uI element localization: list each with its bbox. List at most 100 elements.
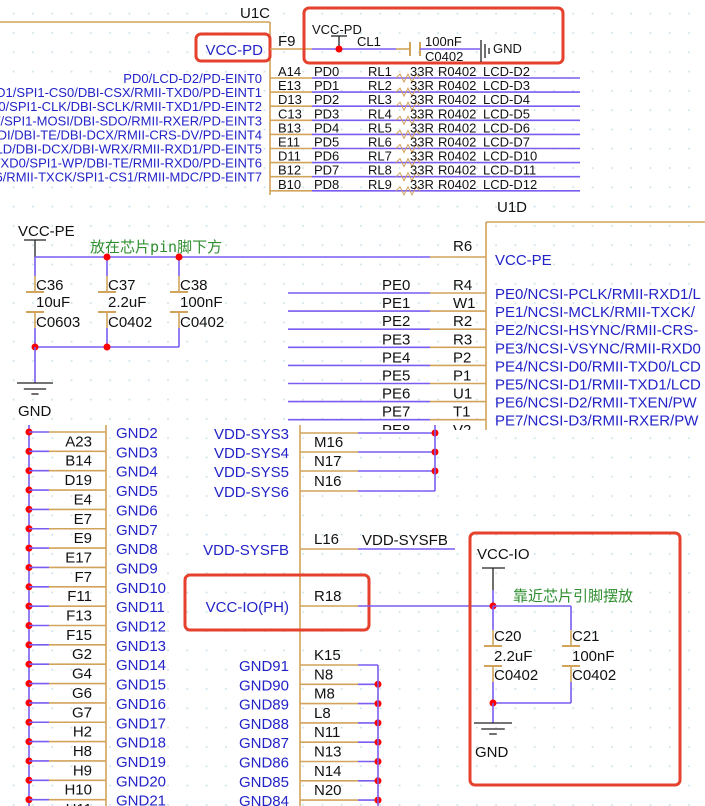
pe-net-label: PE0 <box>382 277 410 294</box>
gnd-pin-number: N13 <box>314 744 342 761</box>
ground-label: GND <box>475 744 509 761</box>
pd-pin-function: -6/RMII-TXCK/SPI1-CS1/RMII-MDC/PD-EINT7 <box>0 170 262 185</box>
pe-pin-function: PE6/NCSI-D2/RMII-TXEN/PW <box>495 395 698 412</box>
capacitor-designator: C20 <box>494 628 522 645</box>
pe-pin-number: R4 <box>453 277 472 294</box>
vdd-sys-pin-name: VDD-SYS6 <box>214 484 289 501</box>
resistor-value: 33R <box>410 163 434 178</box>
gnd-pin-name: GND5 <box>116 483 158 500</box>
cl1-designator: CL1 <box>357 34 381 49</box>
resistor-icon <box>395 86 421 98</box>
resistor-value: 33R <box>410 78 434 93</box>
gnd-pin-number: K15 <box>314 647 341 664</box>
pe-pin-function: PE7/NCSI-D3/RMII-RXER/PW <box>495 413 699 430</box>
capacitor-value: 100nF <box>572 648 615 665</box>
resistor-icon <box>395 185 421 196</box>
u1d-vcc-pin-number: R6 <box>453 238 472 255</box>
pd-net-label: PD3 <box>314 106 339 121</box>
pd-pin-number: E13 <box>278 78 301 93</box>
highlight-box-vcc-io-pin <box>183 573 371 632</box>
pd-net-label: PD7 <box>314 163 339 178</box>
vdd-sys-pin-number: M16 <box>314 434 343 451</box>
u1c-vcc-pin-number: F9 <box>278 33 296 50</box>
gnd-pin-name: GND87 <box>239 735 289 752</box>
resistor-icon <box>395 72 421 84</box>
resistor-icon <box>395 101 421 112</box>
pd-pin-function: 0V/SPI1-MOSI/DBI-SDO/RMII-RXER/PD-EINT3 <box>0 113 262 128</box>
pe-net-label: PE4 <box>382 349 410 366</box>
gnd-pin-name: GND14 <box>116 657 166 674</box>
pe-pin-number: T1 <box>453 404 471 421</box>
capacitor-footprint: C0603 <box>36 314 80 331</box>
capacitor-designator: C36 <box>36 277 64 294</box>
cl1-power-net: VCC-PD <box>312 22 362 37</box>
gnd-pin-number: H10 <box>64 782 92 799</box>
resistor-footprint: R0402 <box>438 149 476 164</box>
pe-net-label: PE7 <box>382 404 410 421</box>
resistor-icon <box>395 115 421 126</box>
vdd-sys-pin-name: VDD-SYS4 <box>214 445 289 462</box>
gnd-pin-name: GND89 <box>239 697 289 714</box>
lcd-net-label: LCD-D7 <box>483 135 530 150</box>
resistor-footprint: R0402 <box>438 92 476 107</box>
lcd-net-label: LCD-D4 <box>483 92 530 107</box>
gnd-pin-name: GND4 <box>116 464 158 481</box>
gnd-pin-name: GND90 <box>239 677 289 694</box>
gnd-pin-name: GND19 <box>116 754 166 771</box>
gnd-pin-number: G7 <box>72 704 92 721</box>
gnd-pin-name: GND13 <box>116 638 166 655</box>
gnd-pin-name: GND21 <box>116 793 166 806</box>
gnd-pin-number: H8 <box>73 743 92 760</box>
junction-dot <box>175 253 183 261</box>
gnd-pin-number: N20 <box>314 782 342 799</box>
u1c-designator: U1C <box>240 5 270 22</box>
junction-dot <box>103 253 111 261</box>
pe-net-label: PE2 <box>382 313 410 330</box>
lcd-net-label: LCD-D10 <box>483 149 537 164</box>
gnd-pin-number: B14 <box>65 453 92 470</box>
pd-pin-function: D0/SPI1-CLK/DBI-SCLK/RMII-TXD1/PD-EINT2 <box>0 99 262 114</box>
gnd-pin-name: GND18 <box>116 735 166 752</box>
lcd-net-label: LCD-D2 <box>483 64 530 79</box>
resistor-icon <box>395 143 421 154</box>
vcc-io-power-label: VCC-IO <box>477 546 530 563</box>
vdd-sysfb-net-label: VDD-SYSFB <box>362 532 448 549</box>
resistor-designator: RL9 <box>368 177 392 192</box>
gnd-pin-name: GND15 <box>116 677 166 694</box>
gnd-pin-name: GND8 <box>116 541 158 558</box>
lcd-net-label: LCD-D6 <box>483 120 530 135</box>
pe-pin-number: U1 <box>453 386 472 403</box>
gnd-pin-number: F13 <box>66 608 92 625</box>
resistor-value: 33R <box>410 106 434 121</box>
gnd-pin-name: GND6 <box>116 502 158 519</box>
resistor-value: 33R <box>410 64 434 79</box>
gnd-pin-number: F15 <box>66 627 92 644</box>
vcc-pe-power-label: VCC-PE <box>18 223 75 240</box>
pe-net-label: PE5 <box>382 368 410 385</box>
pd-pin-function: OLD/DBI-DCX/DBI-WRX/RMII-RXD1/PD-EINT5 <box>0 142 262 157</box>
pd-net-label: PD2 <box>314 92 339 107</box>
resistor-designator: RL6 <box>368 135 392 150</box>
cl1-footprint: C0402 <box>425 49 463 64</box>
capacitor-value: 2.2uF <box>494 648 532 665</box>
placement-note: 放在芯片pin脚下方 <box>90 238 222 256</box>
resistor-designator: RL3 <box>368 92 392 107</box>
pd-net-label: PD0 <box>314 64 339 79</box>
pd-pin-number: D11 <box>278 149 301 164</box>
gnd-pin-number: M8 <box>314 686 335 703</box>
resistor-designator: RL7 <box>368 149 392 164</box>
capacitor-footprint: C0402 <box>108 314 152 331</box>
gnd-pin-name: GND84 <box>239 793 289 806</box>
gnd-pin-number: N14 <box>314 763 342 780</box>
pd-pin-number: A14 <box>278 64 301 79</box>
pe-pin-function: PE0/NCSI-PCLK/RMII-RXD1/L <box>495 286 701 303</box>
pe-pin-number: W1 <box>453 295 476 312</box>
gnd-pin-number: H11 <box>66 801 92 806</box>
resistor-designator: RL1 <box>368 64 392 79</box>
resistor-footprint: R0402 <box>438 78 476 93</box>
ground-label: GND <box>18 403 52 420</box>
gnd-pin-name: GND17 <box>116 715 166 732</box>
